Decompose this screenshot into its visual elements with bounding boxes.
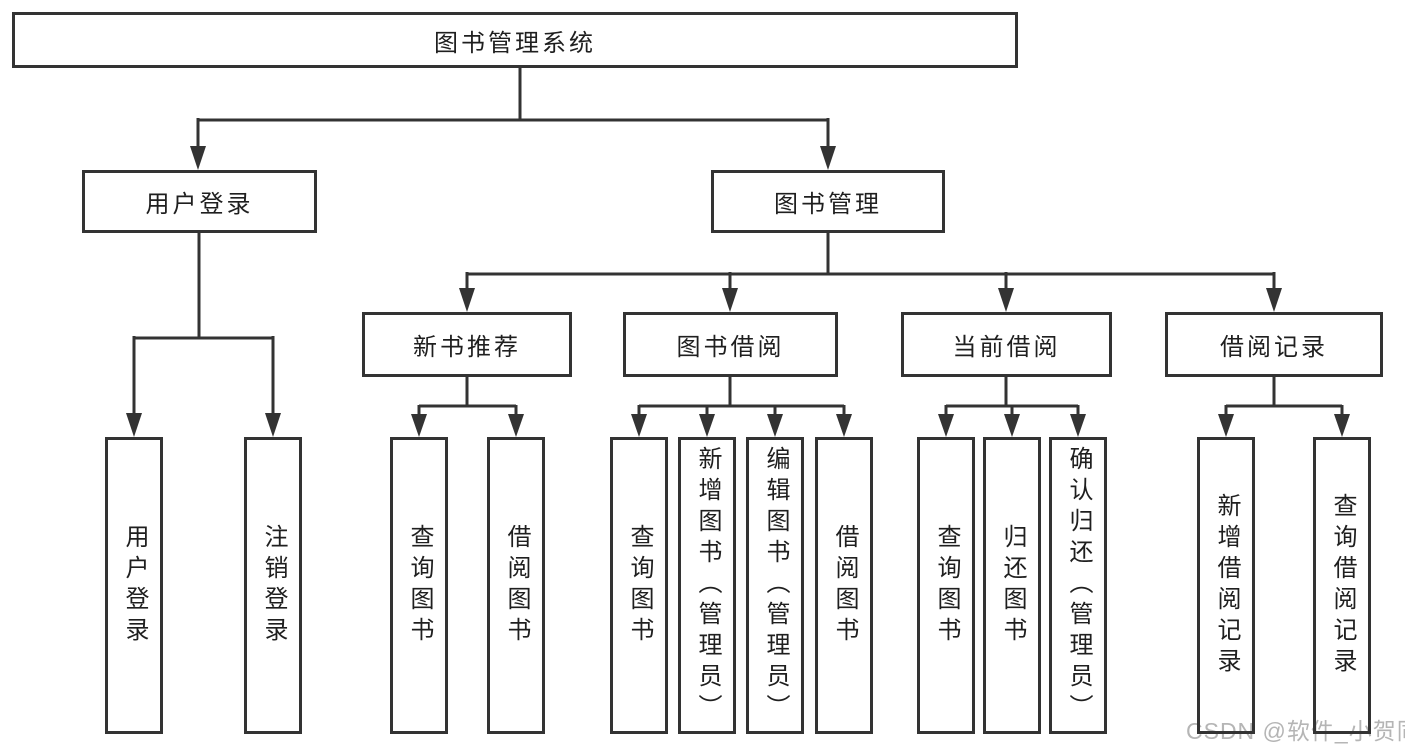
leaf-add-book-admin: 新增图书（管理员） [678, 437, 736, 734]
leaf-return-book: 归还图书 [983, 437, 1041, 734]
arrow-down-icon [767, 414, 783, 437]
node-label: 借阅记录 [1220, 334, 1328, 361]
leaf-label: 用户登录 [121, 523, 148, 648]
node-book-management: 图书管理 [711, 170, 945, 233]
node-library-management-system: 图书管理系统 [12, 12, 1018, 68]
leaf-add-borrowing-record: 新增借阅记录 [1197, 437, 1255, 734]
arrow-down-icon [820, 146, 836, 170]
arrow-down-icon [1218, 414, 1234, 437]
leaf-label: 查询借阅记录 [1329, 492, 1356, 679]
arrow-down-icon [938, 414, 954, 437]
arrow-down-icon [998, 288, 1014, 312]
leaf-label: 编辑图书（管理员） [762, 446, 789, 725]
arrow-down-icon [459, 288, 475, 312]
arrow-down-icon [699, 414, 715, 437]
leaf-query-books-current: 查询图书 [917, 437, 975, 734]
leaf-label: 确认归还（管理员） [1065, 446, 1092, 725]
arrow-down-icon [265, 413, 281, 437]
leaf-borrow-books: 借阅图书 [815, 437, 873, 734]
node-borrowing-records: 借阅记录 [1165, 312, 1383, 377]
leaf-query-books-borrowing: 查询图书 [610, 437, 668, 734]
leaf-label: 归还图书 [999, 523, 1026, 648]
leaf-query-books-recommend: 查询图书 [390, 437, 448, 734]
node-label: 当前借阅 [952, 334, 1061, 361]
arrow-down-icon [836, 414, 852, 437]
node-book-borrowing: 图书借阅 [623, 312, 838, 377]
arrow-down-icon [1070, 414, 1086, 437]
arrow-down-icon [126, 413, 142, 437]
arrow-down-icon [1004, 414, 1020, 437]
leaf-edit-book-admin: 编辑图书（管理员） [746, 437, 804, 734]
arrow-down-icon [722, 288, 738, 312]
node-new-book-recommendation: 新书推荐 [362, 312, 572, 377]
arrowhead-group [126, 146, 1350, 437]
leaf-query-borrowing-record: 查询借阅记录 [1313, 437, 1371, 734]
arrow-down-icon [411, 414, 427, 437]
node-current-borrowing: 当前借阅 [901, 312, 1112, 377]
leaf-user-login: 用户登录 [105, 437, 163, 734]
node-label: 新书推荐 [413, 334, 521, 361]
arrow-down-icon [631, 414, 647, 437]
leaf-logout: 注销登录 [244, 437, 302, 734]
node-label: 图书借阅 [676, 334, 785, 361]
leaf-label: 借阅图书 [831, 523, 858, 648]
node-user-login: 用户登录 [82, 170, 317, 233]
arrow-down-icon [1266, 288, 1282, 312]
leaf-label: 查询图书 [406, 523, 433, 648]
node-label: 图书管理 [774, 191, 882, 218]
leaf-label: 查询图书 [933, 523, 960, 648]
leaf-label: 查询图书 [626, 523, 653, 648]
arrow-down-icon [508, 414, 524, 437]
leaf-label: 新增图书（管理员） [694, 446, 721, 725]
leaf-label: 借阅图书 [503, 523, 530, 648]
arrow-down-icon [1334, 414, 1350, 437]
arrow-down-icon [190, 146, 206, 170]
connector-line-group [132, 68, 1344, 417]
leaf-label: 新增借阅记录 [1213, 492, 1240, 679]
leaf-confirm-return-admin: 确认归还（管理员） [1049, 437, 1107, 734]
leaf-label: 注销登录 [260, 523, 287, 648]
node-label: 用户登录 [145, 191, 254, 218]
leaf-borrow-books-recommend: 借阅图书 [487, 437, 545, 734]
node-label: 图书管理系统 [434, 29, 596, 57]
